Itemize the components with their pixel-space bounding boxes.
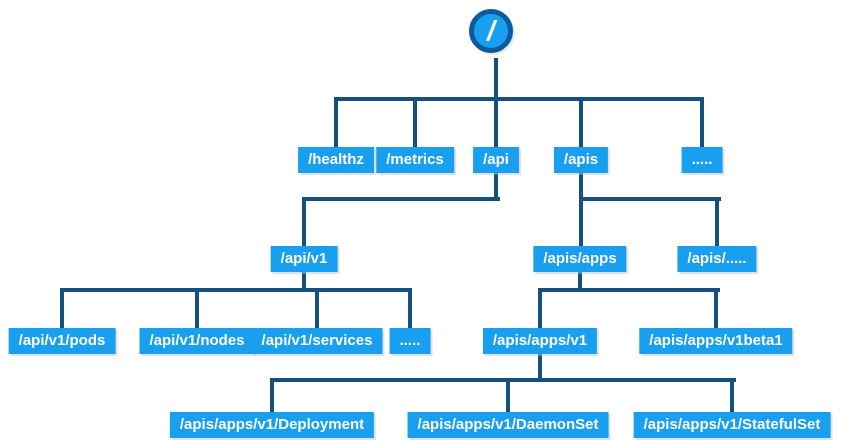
node-apis-apps: /apis/apps <box>533 246 627 272</box>
node-ellipsis-level1: ..... <box>681 147 723 173</box>
node-apis: /apis <box>553 147 609 173</box>
edge-drop-apiv1 <box>302 197 306 246</box>
edge-drop-appsv1 <box>538 288 542 328</box>
edge-drop-services <box>315 288 319 328</box>
edge-appsv1-bus <box>270 378 736 382</box>
edge-drop-apis <box>579 97 583 147</box>
node-api-v1-nodes: /api/v1/nodes <box>139 328 255 354</box>
node-root: / <box>469 9 513 53</box>
edge-root-stub <box>494 58 498 99</box>
edge-drop-v1beta1 <box>714 288 718 328</box>
edge-drop-statefulset <box>730 378 734 412</box>
node-api-v1: /api/v1 <box>270 246 338 272</box>
node-healthz: /healthz <box>298 147 374 173</box>
node-api: /api <box>473 147 519 173</box>
node-metrics: /metrics <box>376 147 454 173</box>
node-statefulset: /apis/apps/v1/StatefulSet <box>633 412 831 438</box>
edge-drop-pods <box>60 288 64 328</box>
edge-apisapps-bus <box>538 288 720 292</box>
edge-drop-daemonset <box>506 378 510 412</box>
edge-apis-down <box>579 173 583 246</box>
node-apis-apps-v1beta1: /apis/apps/v1beta1 <box>639 328 793 354</box>
node-api-v1-services: /api/v1/services <box>251 328 383 354</box>
edge-drop-ellipsis3 <box>408 288 412 328</box>
edge-apis-bus <box>579 197 721 201</box>
edge-drop-deployment <box>270 378 274 412</box>
edge-drop-healthz <box>334 97 338 147</box>
edge-apisapps-stub <box>578 272 582 292</box>
node-ellipsis-level3: ..... <box>389 328 431 354</box>
edge-drop-api <box>494 97 498 147</box>
edge-drop-apis-ellipsis <box>715 197 719 246</box>
edge-apiv1-stub <box>302 272 306 292</box>
edge-api-down <box>494 173 498 201</box>
node-root-label: / <box>487 15 495 46</box>
node-apis-ellipsis: /apis/..... <box>677 246 757 272</box>
edge-apiv1-bus <box>60 288 412 292</box>
edge-drop-nodes <box>195 288 199 328</box>
node-api-v1-pods: /api/v1/pods <box>8 328 116 354</box>
node-deployment: /apis/apps/v1/Deployment <box>169 412 375 438</box>
edge-appsv1-stub <box>538 354 542 382</box>
node-apis-apps-v1: /apis/apps/v1 <box>482 328 598 354</box>
edge-drop-ellipsis1 <box>700 97 704 147</box>
node-daemonset: /apis/apps/v1/DaemonSet <box>407 412 609 438</box>
edge-level1-bus <box>334 97 704 101</box>
edge-api-bus <box>302 197 500 201</box>
edge-drop-metrics <box>413 97 417 147</box>
